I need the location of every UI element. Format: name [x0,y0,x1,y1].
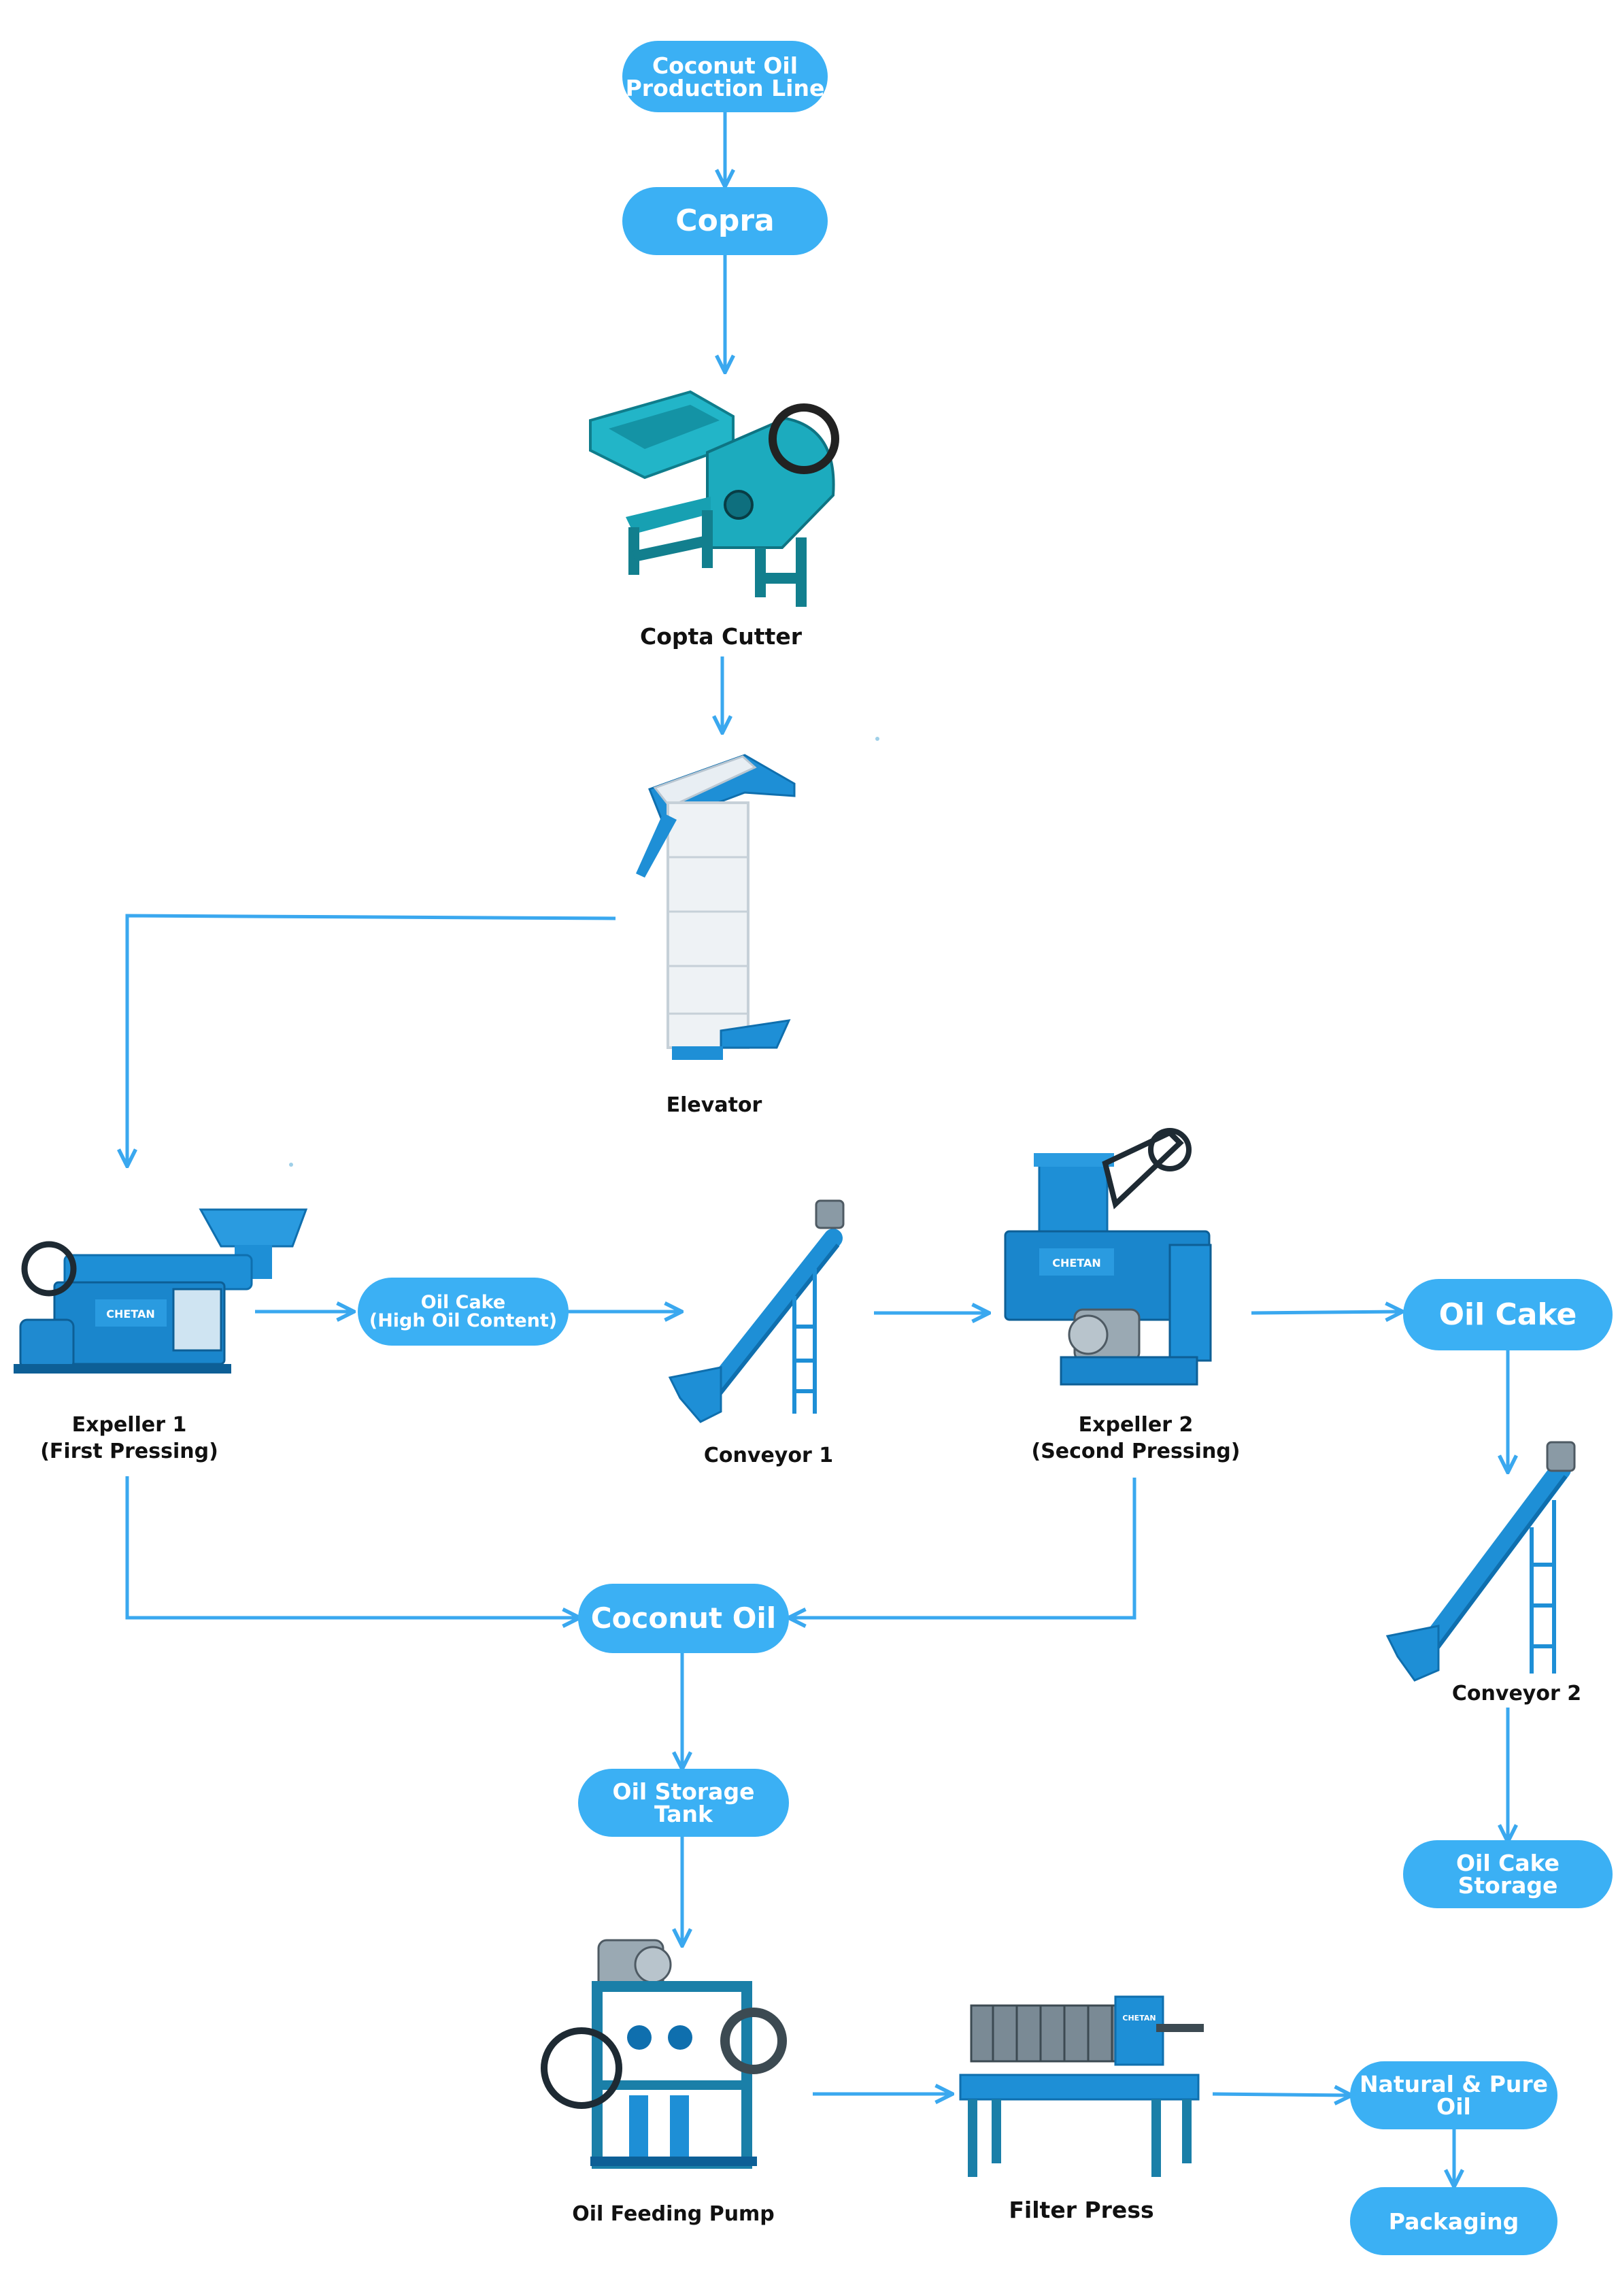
conv1-tube [694,1229,843,1411]
node-oil-cake: Oil Cake [1403,1279,1613,1350]
pump-base [590,2157,757,2166]
label-elevator: Elevator [666,1093,762,1117]
cutter-pulley [724,490,754,520]
label-conveyor-1: Conveyor 1 [703,1444,834,1467]
conv1-tube-shade [709,1244,840,1407]
speck [875,737,879,741]
arrow-elevator-to-expeller1 [127,914,616,1165]
exp1-flywheel [21,1241,77,1297]
filter-brand: CHETAN [1122,2014,1156,2023]
arrow-filter-to-oil [1212,2094,1350,2095]
exp1-cage [172,1288,222,1352]
exp1-hopper [199,1208,308,1248]
node-coconut-oil: Coconut Oil [578,1584,789,1653]
conveyor-2-icon [1385,1441,1576,1682]
pump-shaft-b [668,2025,692,2050]
conv2-hopper [1385,1625,1440,1682]
cutter-legs [628,510,807,607]
pump-cylinder-b [670,2095,689,2157]
exp2-side [1168,1244,1212,1362]
exp2-top [1034,1153,1114,1167]
exp1-badge [95,1299,167,1327]
filter-head [1114,1995,1164,2066]
exp2-base [1060,1356,1198,1386]
conv2-motor [1546,1441,1576,1472]
pump-shaft-a [627,2025,652,2050]
exp1-brand: CHETAN [106,1308,155,1320]
conv1-hopper [668,1366,722,1423]
filter-screw [1156,2024,1204,2032]
node-packaging: Packaging [1350,2187,1557,2255]
exp2-brand: CHETAN [1052,1257,1101,1269]
oil-feeding-pump-icon [541,1939,787,2169]
exp2-badge [1039,1248,1114,1276]
elevator-base [672,1046,723,1060]
elevator-inlet [720,1019,791,1049]
arrow-expeller2-to-oilcake [1251,1312,1401,1313]
exp2-belt [1102,1129,1184,1210]
node-oil-cake-storage: Oil Cake Storage [1403,1840,1613,1908]
elevator-head [653,755,757,808]
conv2-tube [1408,1459,1571,1670]
elevator-chute [636,813,677,878]
label-copra-cutter: Copta Cutter [640,623,802,650]
filter-plate-lines [992,2006,1113,2061]
label-oil-feeding-pump: Oil Feeding Pump [572,2202,775,2226]
label-filter-press: Filter Press [1009,2197,1154,2223]
cutter-hopper-inner [609,405,720,449]
node-oil-storage-tank: Oil Storage Tank [578,1769,789,1837]
specks [289,737,879,1167]
cutter-flywheel [769,403,839,474]
exp2-motor-face [1068,1314,1109,1355]
node-title: Coconut Oil Production Line [622,41,828,112]
elevator-icon [636,754,796,1060]
elevator-panels [668,856,748,1015]
connector-arrows [127,112,1508,2185]
exp2-pulley [1148,1128,1192,1171]
cutter-frame-top [626,497,711,534]
conv1-motor [815,1199,845,1229]
node-oil-cake-high: Oil Cake (High Oil Content) [358,1278,569,1346]
filter-tray [959,2074,1200,2101]
label-expeller-2: Expeller 2 (Second Pressing) [1031,1413,1241,1463]
expeller-1-icon: CHETAN [14,1208,308,1374]
expeller-2-icon: CHETAN [1004,1128,1212,1386]
arrow-expeller1-to-coconut-oil [125,1476,578,1618]
elevator-column [667,801,749,1049]
conveyor-1-icon [668,1199,845,1423]
pump-flywheel [541,2027,622,2109]
pump-cylinder-a [629,2095,648,2157]
conv2-ladder [1530,1500,1556,1674]
conv2-tube-shade [1423,1475,1568,1665]
speck [289,1163,293,1167]
node-natural-pure-oil: Natural & Pure Oil [1350,2061,1557,2129]
label-conveyor-2: Conveyor 2 [1451,1682,1582,1706]
conv1-ladder [792,1269,817,1414]
arrow-expeller2-to-coconut-oil [790,1478,1136,1618]
pump-motor-face [634,1946,672,1984]
exp2-column [1038,1159,1109,1243]
copra-cutter-icon [589,390,839,607]
node-copra: Copra [622,187,828,255]
label-expeller-1: Expeller 1 (First Pressing) [40,1413,218,1463]
pump-gear [720,2008,787,2074]
exp1-motor [19,1318,75,1370]
filter-legs [968,2099,1192,2177]
exp1-base [14,1364,231,1374]
filter-press-icon: CHETAN [959,1995,1204,2177]
